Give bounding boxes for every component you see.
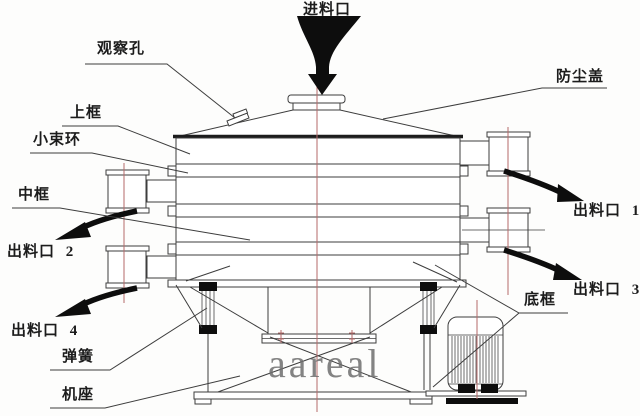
label-small-clamp-ring: 小束环 [33,132,82,148]
label-dust-cover: 防尘盖 [556,69,605,85]
outlet-pipe-3 [459,207,545,253]
clamp-band-2 [167,203,469,218]
outlet-pipe-4 [105,245,177,289]
watermark-text: aareal [268,341,382,386]
spring-left [199,282,217,392]
discharge-hopper [189,286,443,344]
clamp-band-3 [167,241,469,256]
label-outlet-3: 出料口 3 [573,282,640,298]
outlet-3-arrow-icon [503,247,582,280]
label-upper-frame: 上框 [70,105,103,121]
outlet-pipe-1 [459,131,531,177]
label-machine-base: 机座 [62,387,95,403]
leader-lines [12,63,607,409]
label-feed-inlet: 进料口 [303,2,352,18]
observation-hole-port [226,108,250,127]
base-frame [175,284,461,405]
label-outlet-1: 出料口 1 [573,203,640,219]
label-bottom-frame: 底框 [524,292,557,308]
outlet-2-arrow-icon [55,208,138,240]
label-outlet-2: 出料口 2 [7,244,75,260]
label-observation-hole: 观察孔 [97,41,146,57]
outlet-pipe-2 [105,169,177,214]
dust-cover-lid [173,94,463,139]
motor [425,316,527,404]
outlet-4-arrow-icon [55,285,138,317]
spring-right [420,282,437,390]
centerlines [123,84,509,412]
outlet-1-arrow-icon [503,168,584,202]
clamp-band-1 [167,163,469,178]
feed-arrow-icon [297,16,361,95]
label-middle-frame: 中框 [18,187,51,203]
machine-body [167,137,469,288]
label-spring: 弹簧 [62,349,95,365]
label-outlet-4: 出料口 4 [11,323,79,339]
